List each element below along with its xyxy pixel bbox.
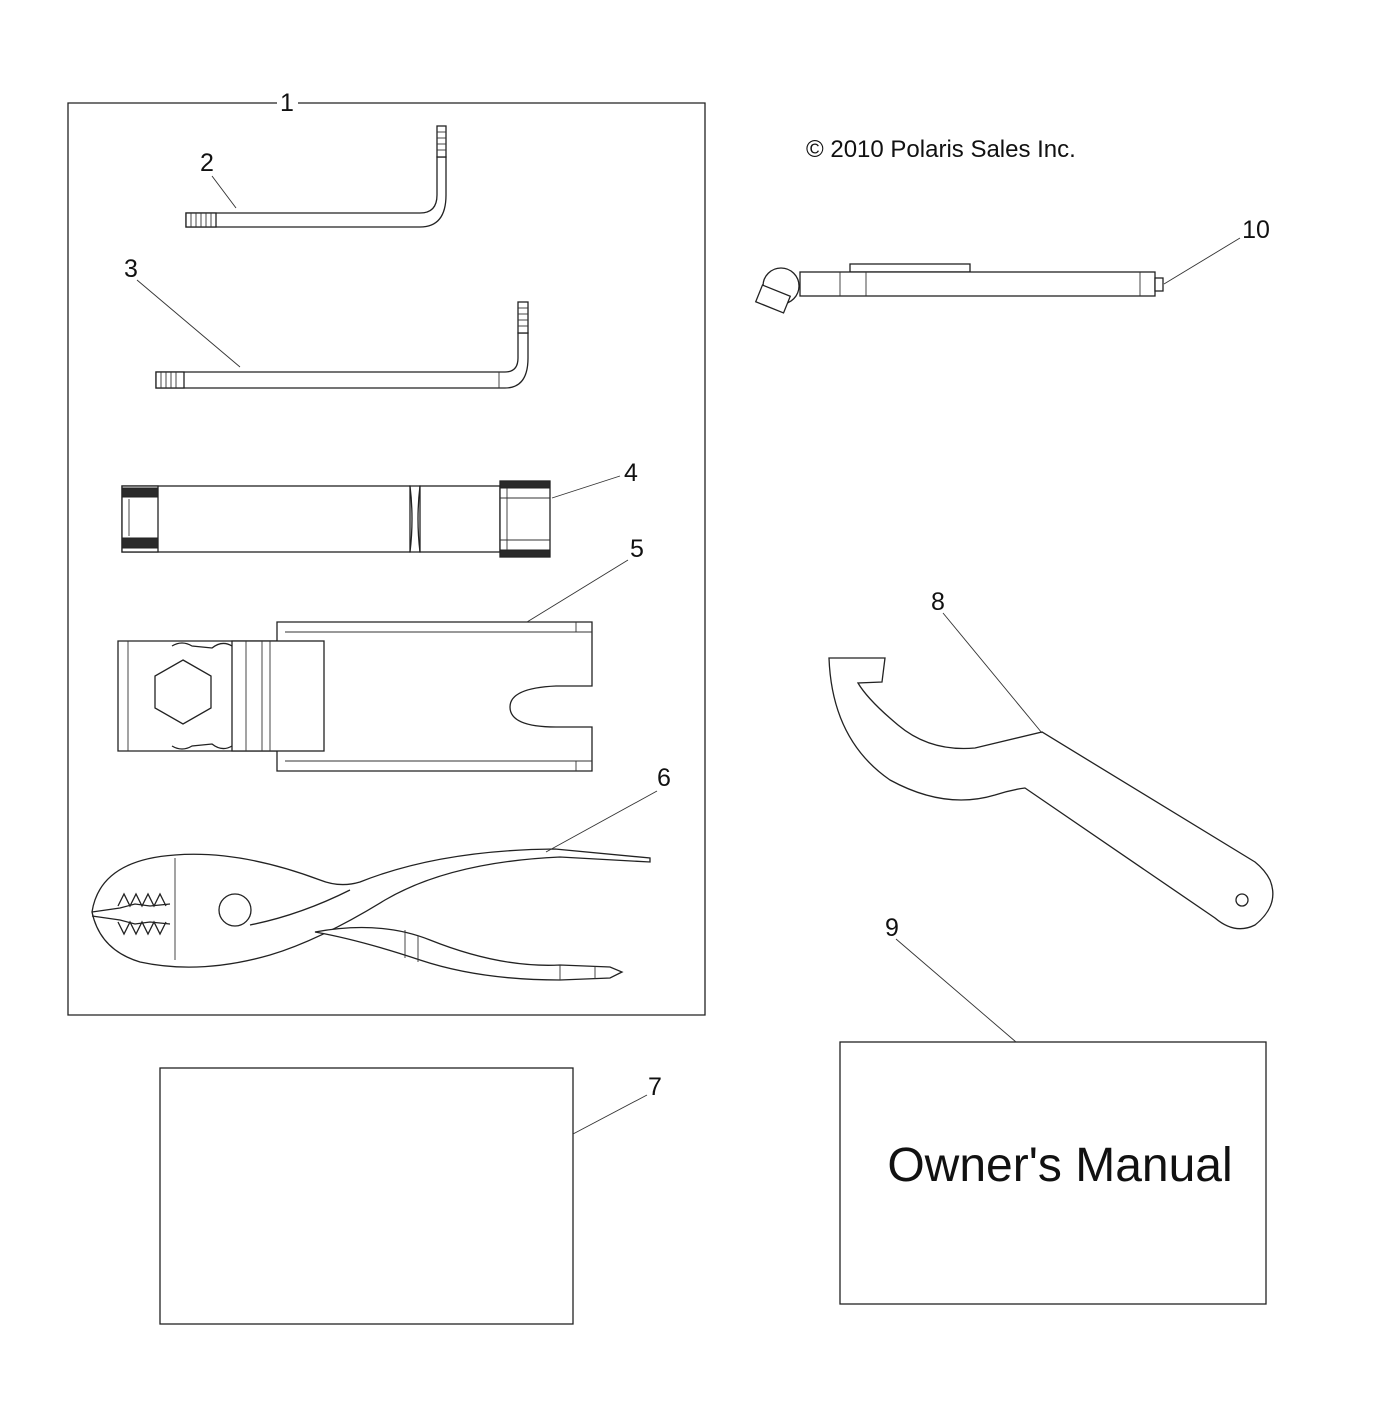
owners-manual-title: Owner's Manual xyxy=(887,1139,1232,1192)
callout-6: 6 xyxy=(657,764,671,792)
callout-1: 1 xyxy=(280,89,294,117)
blank-card xyxy=(159,1067,574,1325)
callout-2: 2 xyxy=(200,149,214,177)
ratchet-handle xyxy=(754,263,1164,314)
hook-spanner xyxy=(828,657,1274,930)
socket-tube xyxy=(121,480,551,558)
pliers xyxy=(91,848,651,981)
callout-10: 10 xyxy=(1242,216,1270,244)
callout-9: 9 xyxy=(885,914,899,942)
owners-manual: Owner's Manual xyxy=(839,1041,1267,1305)
short-l-wrench xyxy=(185,125,447,228)
leader-lines xyxy=(136,175,1241,1135)
long-l-wrench xyxy=(155,301,529,389)
callout-5: 5 xyxy=(630,535,644,563)
callout-3: 3 xyxy=(124,255,138,283)
copyright-text: © 2010 Polaris Sales Inc. xyxy=(806,136,1076,163)
spanner-plate xyxy=(117,621,593,772)
kit-outline xyxy=(67,102,706,1016)
callout-8: 8 xyxy=(931,588,945,616)
callout-4: 4 xyxy=(624,459,638,487)
callout-7: 7 xyxy=(648,1073,662,1101)
callout-numbers: 1 2 3 4 5 6 7 8 9 10 xyxy=(124,89,1270,1101)
